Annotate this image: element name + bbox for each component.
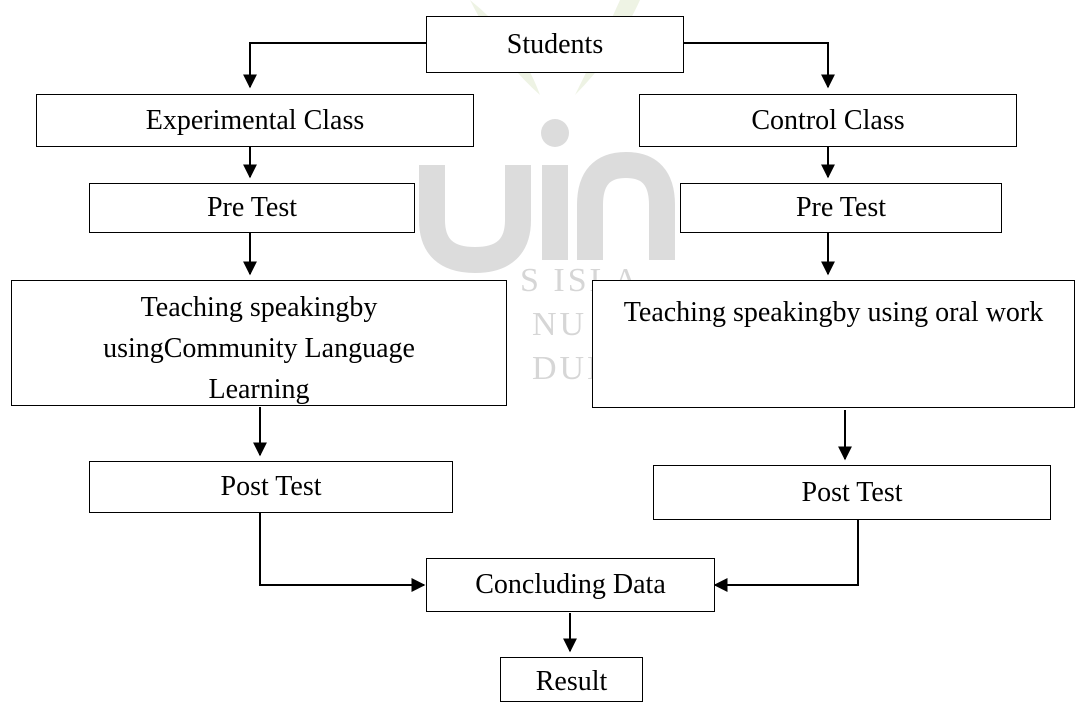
node-post-test-left: Post Test [89, 461, 453, 513]
node-post-test-right: Post Test [653, 465, 1051, 520]
arrow-students-to-experimental [243, 42, 426, 89]
node-control-class: Control Class [639, 94, 1017, 147]
node-experimental-class: Experimental Class [36, 94, 474, 147]
node-pre-test-left: Pre Test [89, 183, 415, 233]
arrow-students-to-control [684, 42, 835, 89]
node-teaching-right: Teaching speakingby using oral work [592, 280, 1075, 408]
node-concluding-data: Concluding Data [426, 558, 715, 612]
node-students: Students [426, 16, 684, 73]
node-teaching-left: Teaching speakingby usingCommunity Langu… [11, 280, 507, 406]
node-pre-test-right: Pre Test [680, 183, 1002, 233]
watermark-text-line2: NU [532, 306, 588, 343]
arrow-posttest-left-to-concluding [259, 512, 426, 592]
arrow-posttest-right-to-concluding [713, 519, 859, 592]
node-result: Result [500, 657, 643, 702]
